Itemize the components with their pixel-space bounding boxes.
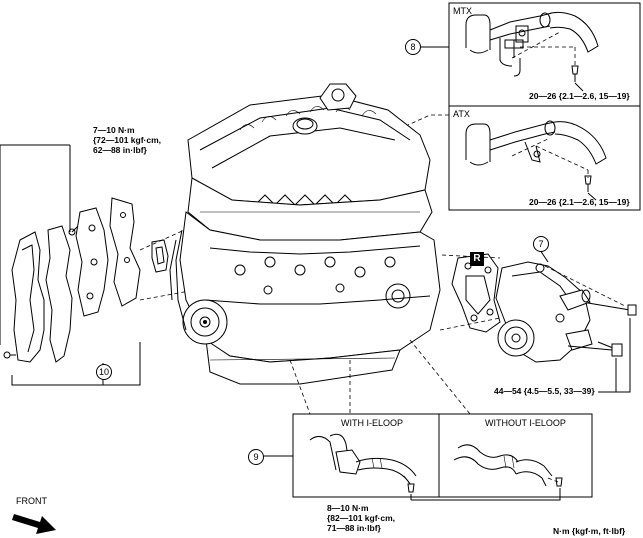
hose-torque-line-2: {82—101 kgf·cm, (327, 513, 396, 523)
callout-10-bracket (11, 342, 141, 386)
mtx-label: MTX (453, 6, 472, 16)
engine-block-drawing (169, 83, 441, 385)
hose-torque-line-3: 71—88 in·lbf} (327, 523, 381, 533)
timing-cover-torque-line-2: {72—101 kgf·cm, (93, 135, 162, 145)
mtx-torque: 20—26 {2.1—2.6, 15—19} (529, 91, 630, 101)
water-pump-drawing (451, 253, 593, 363)
timing-cover-torque-line-3: 62—88 in·lbf} (93, 145, 147, 155)
water-pump-torque: 44—54 {4.5—5.5, 33—39} (494, 386, 595, 396)
front-label: FRONT (16, 496, 47, 506)
callout-9: 9 (248, 449, 264, 465)
without-ieloop-hose-drawing (453, 444, 563, 487)
cover-bolt-top (68, 225, 79, 236)
replace-part-badge: R (470, 252, 484, 266)
hose-torque-line-1: 8—10 N·m (327, 503, 369, 513)
front-arrow-icon (12, 514, 56, 534)
timing-cover-torque-line-1: 7—10 N·m (93, 125, 135, 135)
with-ieloop-hose-drawing (309, 433, 417, 493)
hose-bracket-torque: 8—10 N·m {82—101 kgf·cm, 71—88 in·lbf} (327, 503, 395, 533)
callout-7-leader (539, 249, 549, 263)
callout-8: 8 (405, 39, 421, 55)
water-pump-bolt-lower (567, 341, 623, 357)
with-ieloop-label: WITH I-ELOOP (341, 418, 404, 428)
timing-cover-parts (3, 197, 169, 363)
atx-water-pipe-drawing (465, 120, 607, 201)
mtx-atx-inset-box (448, 2, 641, 211)
water-pump-bolt-upper (587, 302, 637, 316)
atx-torque: 20—26 {2.1—2.6, 15—19} (529, 197, 630, 207)
without-ieloop-label: WITHOUT I-ELOOP (485, 418, 566, 428)
callout-7: 7 (533, 236, 549, 252)
mtx-water-pipe-drawing (465, 11, 599, 92)
water-pump-torque-leader (598, 318, 631, 393)
cover-bolt-bottom (3, 351, 16, 359)
atx-label: ATX (453, 109, 470, 119)
unit-note: N·m {kgf·m, ft·lbf} (553, 526, 626, 536)
timing-cover-torque: 7—10 N·m {72—101 kgf·cm, 62—88 in·lbf} (93, 125, 161, 155)
callout-10: 10 (96, 364, 112, 380)
